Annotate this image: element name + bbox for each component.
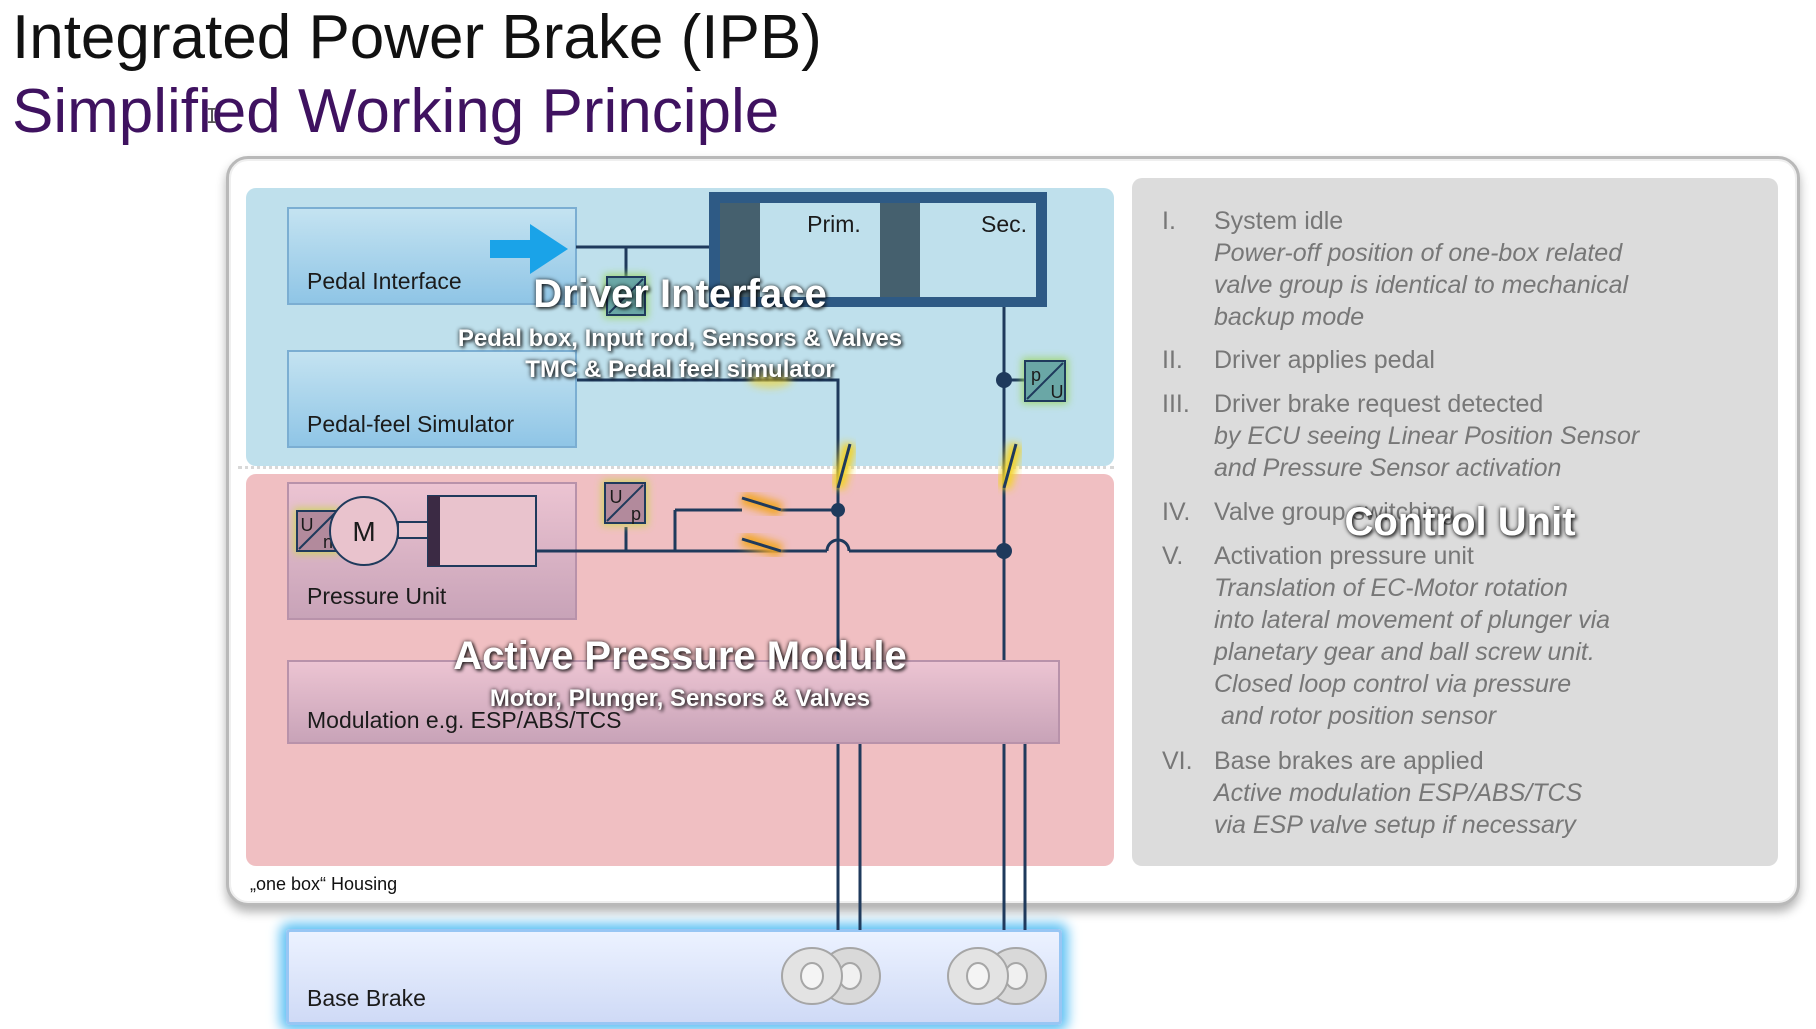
pedal-travel-sensor-icon [604,274,648,318]
valve-sec-glow-icon [997,442,1023,490]
tmc-sec-label: Sec. [981,211,1027,237]
pedal-arrow-icon [490,224,568,274]
driver-interface-subtitle-2: TMC & Pedal feel simulator [525,356,835,383]
brake-discs [781,947,1047,1005]
pedal-feel-simulator-label: Pedal-feel Simulator [307,411,515,437]
sensor-up-top: U [610,487,623,507]
pressure-unit-internals: U n M [294,495,537,567]
tandem-master-cylinder: Prim. Sec. [709,192,1047,307]
active-pressure-module-subtitle: Motor, Plunger, Sensors & Valves [489,685,871,712]
step-heading: System idle [1214,207,1344,235]
sensor-up-bottom: p [631,504,641,524]
motor-label: M [352,516,375,547]
step-number: V. [1162,542,1184,570]
hydraulic-lines [537,245,1027,930]
control-unit-title: Control Unit [1344,500,1576,544]
step-number: I. [1162,207,1176,235]
brake-disc-left-icon [781,947,881,1005]
control-unit-zone [1132,178,1778,866]
slide-subtitle: Simplified Working Principle [12,77,780,146]
modulation-label: Modulation e.g. ESP/ABS/TCS [307,707,622,733]
base-brake-label: Base Brake [307,985,426,1011]
pressure-unit-label: Pressure Unit [307,583,447,609]
step-heading: Valve group switching [1214,498,1456,526]
slide-title: Integrated Power Brake (IPB) [12,3,822,72]
step-detail: Power-off position of one-box related va… [1214,239,1629,331]
step-detail: Translation of EC-Motor rotation into la… [1214,574,1611,730]
valve-simulator-glow-icon [748,372,792,388]
modulation-box: Modulation e.g. ESP/ABS/TCS [287,660,1060,744]
valves [739,372,1023,558]
step-number: III. [1162,390,1190,418]
step-detail: Active modulation ESP/ABS/TCS via ESP va… [1214,779,1583,839]
text-cursor-icon: I [206,104,219,128]
pressure-sensor-pu-icon: p U [1022,358,1068,404]
sensor-un-bottom: n [323,532,333,552]
pressure-sensor-up-icon: U p [602,480,648,526]
valve-lower-glow-icon [739,532,784,558]
brake-disc-right-icon [947,947,1047,1005]
zone-divider [238,466,1114,469]
step-number: II. [1162,346,1183,374]
driver-interface-subtitle-1: Pedal box, Input rod, Sensors & Valves [457,325,903,352]
line-junctions [831,372,1012,559]
valve-upper-glow-icon [739,491,784,517]
step-heading: Driver brake request detected [1214,390,1544,418]
valve-prim-glow-icon [831,442,857,490]
sensor-pu-top: p [1031,365,1041,385]
housing-label: „one box“ Housing [250,874,398,894]
base-brake-box: Base Brake [286,929,1062,1025]
tmc-prim-label: Prim. [807,211,861,237]
plunger-cylinder-icon [427,495,537,567]
driver-interface-title: Driver Interface [533,272,827,316]
step-number: VI. [1162,747,1193,775]
pedal-feel-simulator-box: Pedal-feel Simulator [287,350,577,448]
step-heading: Base brakes are applied [1214,747,1484,775]
step-heading: Driver applies pedal [1214,346,1435,374]
step-number: IV. [1162,498,1191,526]
step-detail: by ECU seeing Linear Position Sensor and… [1214,422,1640,482]
sensor-pu-bottom: U [1051,382,1064,402]
step-heading: Activation pressure unit [1214,542,1474,570]
pedal-interface-label: Pedal Interface [307,268,462,294]
active-pressure-module-title: Active Pressure Module [453,634,907,678]
sensor-un-top: U [301,515,314,535]
